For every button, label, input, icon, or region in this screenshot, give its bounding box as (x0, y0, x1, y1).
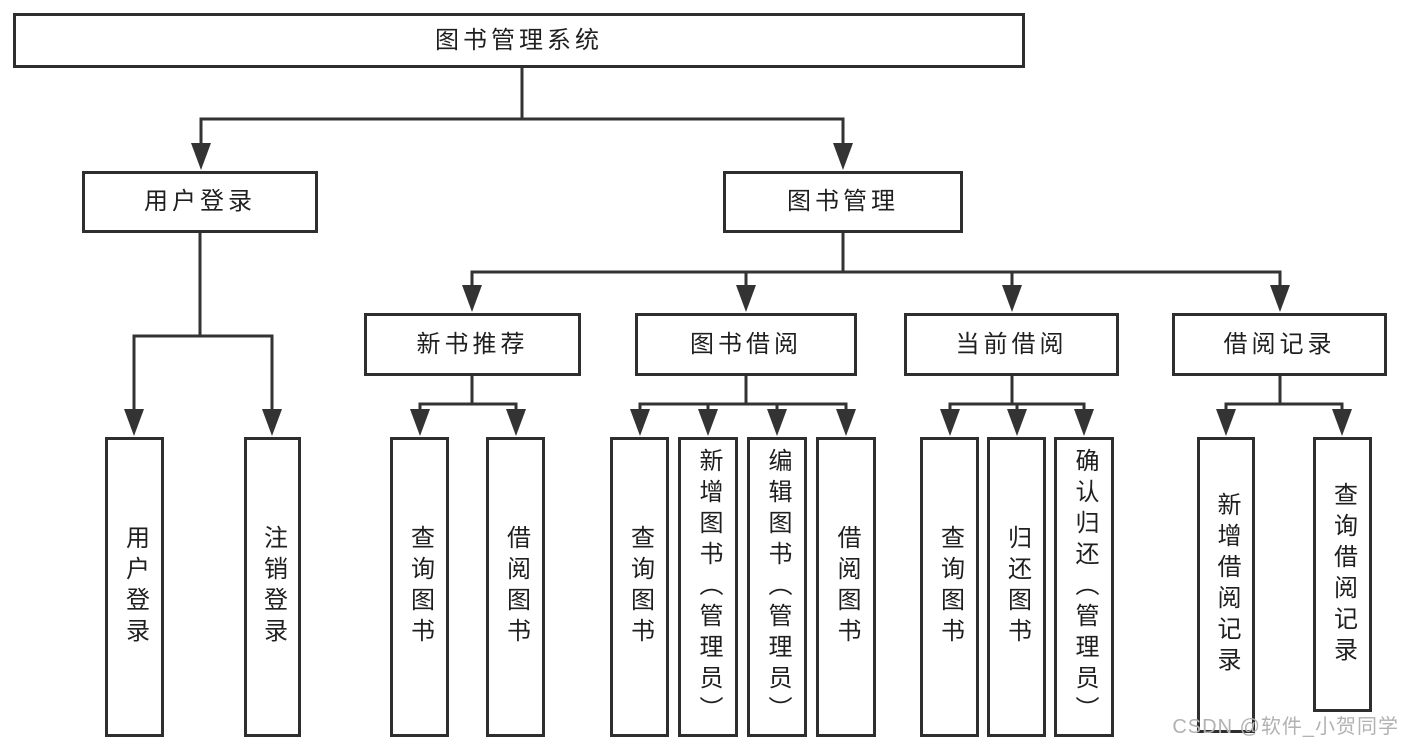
node-label-book-mgmt: 图书管理 (787, 188, 899, 215)
node-label-current-borrow: 当前借阅 (955, 330, 1068, 358)
node-leaf-add-borrow-record: 新增借阅记录 (1197, 437, 1255, 733)
node-leaf-logout: 注销登录 (244, 437, 301, 737)
node-label-borrow-records: 借阅记录 (1223, 330, 1336, 358)
node-label-leaf-logout: 注销登录 (259, 525, 287, 649)
arrowhead-icon (262, 409, 282, 436)
node-label-book-borrow: 图书借阅 (690, 330, 802, 358)
edge-group-root (191, 66, 853, 170)
arrowhead-icon (940, 409, 960, 436)
node-leaf-add-book-admin: 新增图书（管理员） (678, 437, 738, 737)
node-label-leaf-edit-book-admin: 编辑图书（管理员） (764, 447, 791, 727)
arrowhead-icon (410, 409, 430, 436)
edge-group-book-borrow (630, 374, 856, 436)
arrowhead-icon (1002, 285, 1022, 312)
node-leaf-borrow-book-1: 借阅图书 (486, 437, 545, 737)
node-leaf-confirm-return: 确认归还（管理员） (1054, 437, 1114, 737)
arrowhead-icon (1007, 409, 1027, 436)
watermark: CSDN @软件_小贺同学 (1172, 716, 1399, 738)
node-leaf-query-book-2: 查询图书 (610, 437, 669, 737)
arrowhead-icon (1074, 409, 1094, 436)
node-label-leaf-confirm-return: 确认归还（管理员） (1071, 447, 1098, 727)
arrowhead-icon (1332, 409, 1352, 436)
node-label-leaf-add-book-admin: 新增图书（管理员） (695, 447, 722, 727)
node-label-leaf-borrow-book-2: 借阅图书 (833, 525, 860, 649)
node-leaf-return-book: 归还图书 (987, 437, 1046, 737)
node-leaf-user-login: 用户登录 (105, 437, 164, 737)
arrowhead-icon (630, 409, 650, 436)
node-label-root: 图书管理系统 (435, 26, 603, 54)
node-current-borrow: 当前借阅 (904, 313, 1119, 376)
edge-group-book-mgmt (462, 231, 1290, 312)
node-root: 图书管理系统 (13, 13, 1025, 68)
arrowhead-icon (736, 285, 756, 312)
node-leaf-edit-book-admin: 编辑图书（管理员） (747, 437, 807, 737)
node-borrow-records: 借阅记录 (1172, 313, 1387, 376)
node-leaf-query-book-1: 查询图书 (390, 437, 449, 737)
node-label-leaf-return-book: 归还图书 (1003, 525, 1031, 649)
arrowhead-icon (833, 143, 853, 170)
arrowhead-icon (462, 285, 482, 312)
node-label-leaf-query-book-1: 查询图书 (406, 525, 434, 649)
arrowhead-icon (698, 409, 718, 436)
arrowhead-icon (506, 409, 526, 436)
arrowhead-icon (124, 409, 144, 436)
node-label-leaf-query-book-3: 查询图书 (936, 525, 964, 649)
arrowhead-icon (191, 143, 211, 170)
node-label-user-login: 用户登录 (144, 188, 256, 215)
node-label-new-book-rec: 新书推荐 (416, 330, 529, 358)
node-leaf-query-borrow-record: 查询借阅记录 (1313, 437, 1372, 712)
edge-group-new-book-rec (410, 374, 526, 436)
edge-group-user-login (124, 231, 282, 436)
node-book-borrow: 图书借阅 (635, 313, 857, 376)
arrowhead-icon (767, 409, 787, 436)
node-leaf-query-book-3: 查询图书 (920, 437, 979, 737)
node-book-mgmt: 图书管理 (723, 171, 963, 233)
node-leaf-borrow-book-2: 借阅图书 (816, 437, 876, 737)
node-new-book-rec: 新书推荐 (364, 313, 581, 376)
arrowhead-icon (836, 409, 856, 436)
node-label-leaf-query-borrow-record: 查询借阅记录 (1329, 481, 1357, 668)
arrowhead-icon (1270, 285, 1290, 312)
node-label-leaf-add-borrow-record: 新增借阅记录 (1213, 492, 1240, 678)
edge-group-current-borrow (940, 374, 1094, 436)
node-label-leaf-borrow-book-1: 借阅图书 (502, 525, 530, 649)
node-label-leaf-query-book-2: 查询图书 (626, 525, 654, 649)
node-user-login: 用户登录 (82, 171, 318, 233)
node-label-leaf-user-login: 用户登录 (121, 525, 149, 649)
edge-group-borrow-records (1216, 374, 1352, 436)
arrowhead-icon (1216, 409, 1236, 436)
